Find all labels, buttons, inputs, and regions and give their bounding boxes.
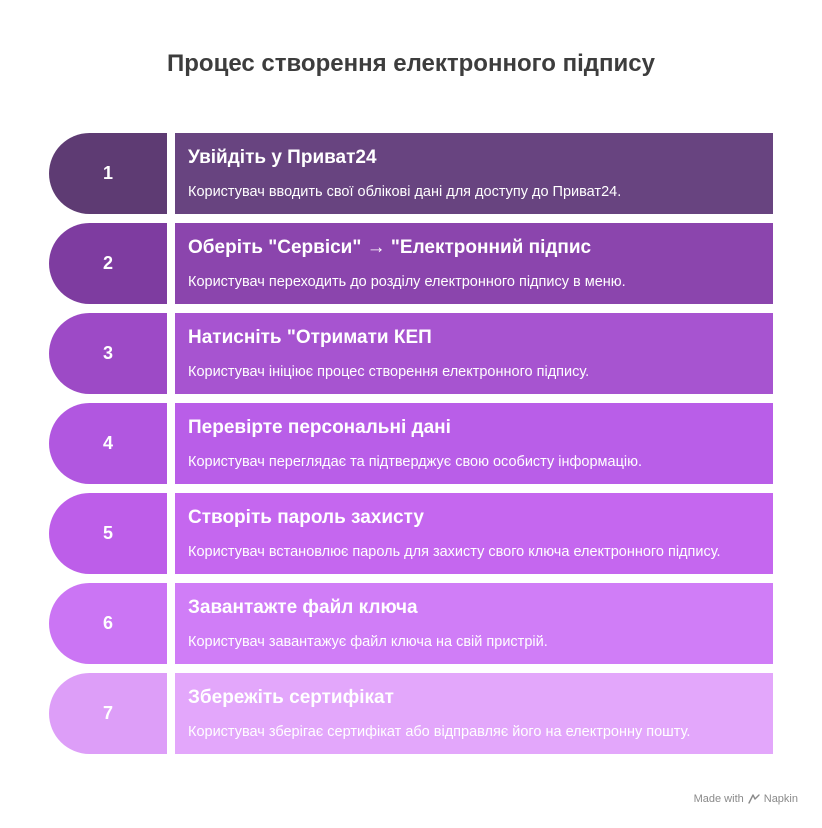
step-5: 5 Створіть пароль захисту Користувач вст… bbox=[49, 493, 773, 574]
step-content: Збережіть сертифікат Користувач зберігає… bbox=[175, 673, 773, 754]
step-3: 3 Натисніть "Отримати КЕП Користувач іні… bbox=[49, 313, 773, 394]
step-7: 7 Збережіть сертифікат Користувач зберіг… bbox=[49, 673, 773, 754]
step-2: 2 Оберіть "Сервіси" → "Електронний підпи… bbox=[49, 223, 773, 304]
step-description: Користувач переходить до розділу електро… bbox=[188, 274, 626, 290]
step-1: 1 Увійдіть у Приват24 Користувач вводить… bbox=[49, 133, 773, 214]
step-title: Завантажте файл ключа bbox=[188, 597, 418, 618]
step-6: 6 Завантажте файл ключа Користувач заван… bbox=[49, 583, 773, 664]
step-title: Перевірте персональні дані bbox=[188, 417, 451, 438]
napkin-watermark[interactable]: Made with Napkin bbox=[694, 793, 798, 805]
made-with-label: Made with bbox=[693, 793, 744, 805]
step-content: Натисніть "Отримати КЕП Користувач ініці… bbox=[175, 313, 773, 394]
step-title: Створіть пароль захисту bbox=[188, 507, 424, 528]
step-content: Створіть пароль захисту Користувач встан… bbox=[175, 493, 773, 574]
step-number: 2 bbox=[49, 223, 167, 304]
step-title: Натисніть "Отримати КЕП bbox=[188, 327, 432, 348]
step-description: Користувач встановлює пароль для захисту… bbox=[188, 544, 721, 560]
step-title: Увійдіть у Приват24 bbox=[188, 147, 377, 168]
step-content: Оберіть "Сервіси" → "Електронний підпис … bbox=[175, 223, 773, 304]
step-description: Користувач ініціює процес створення елек… bbox=[188, 364, 590, 380]
step-description: Користувач завантажує файл ключа на свій… bbox=[188, 634, 548, 650]
step-content: Увійдіть у Приват24 Користувач вводить с… bbox=[175, 133, 773, 214]
step-number: 6 bbox=[49, 583, 167, 664]
step-title: Оберіть "Сервіси" → "Електронний підпис bbox=[188, 237, 592, 258]
diagram-title: Процес створення електронного підпису bbox=[167, 50, 655, 77]
napkin-logo-icon bbox=[748, 793, 760, 805]
step-number: 3 bbox=[49, 313, 167, 394]
step-number: 1 bbox=[49, 133, 167, 214]
step-content: Завантажте файл ключа Користувач заванта… bbox=[175, 583, 773, 664]
brand-name: Napkin bbox=[763, 793, 798, 805]
step-4: 4 Перевірте персональні дані Користувач … bbox=[49, 403, 773, 484]
step-number: 4 bbox=[49, 403, 167, 484]
step-number: 7 bbox=[49, 673, 167, 754]
step-description: Користувач вводить свої облікові дані дл… bbox=[188, 184, 622, 200]
step-description: Користувач зберігає сертифікат або відпр… bbox=[188, 724, 691, 740]
step-number: 5 bbox=[49, 493, 167, 574]
step-title: Збережіть сертифікат bbox=[188, 687, 394, 708]
step-content: Перевірте персональні дані Користувач пе… bbox=[175, 403, 773, 484]
step-description: Користувач переглядає та підтверджує сво… bbox=[188, 454, 642, 470]
